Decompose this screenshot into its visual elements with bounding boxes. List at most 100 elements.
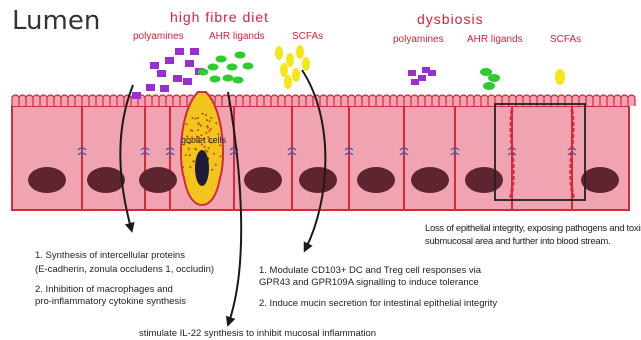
mucin-granule <box>206 151 208 153</box>
polyamines-effect-1-detail: (E-cadherin, zonula occludens 1, occludi… <box>35 264 214 276</box>
mucin-granule <box>197 129 199 131</box>
mucin-granule <box>192 161 194 163</box>
mucin-granule <box>207 127 209 129</box>
ahr-ligand-molecule <box>233 77 244 84</box>
high-fibre-diet-title: high fibre diet <box>170 9 269 25</box>
mucin-granule <box>205 132 207 134</box>
cell-nucleus <box>357 167 395 193</box>
mucin-granule <box>208 130 210 132</box>
scfa-molecule <box>296 45 304 59</box>
cell-nucleus <box>87 167 125 193</box>
polyamine-molecule <box>190 48 199 55</box>
mucin-granule <box>204 146 206 148</box>
cell-nucleus <box>139 167 177 193</box>
mucin-granule <box>186 123 188 125</box>
mucin-granule <box>213 153 215 155</box>
mucin-granule <box>205 114 207 116</box>
polyamines-effect-1: 1. Synthesis of intercellular proteins <box>35 250 185 262</box>
mucin-granule <box>215 164 217 166</box>
dysbiosis-effect-2: submucosal area and further into blood s… <box>425 236 610 248</box>
scfa-effect-1: 1. Modulate CD103+ DC and Treg cell resp… <box>259 265 481 277</box>
polyamine-molecule <box>175 48 184 55</box>
mucin-granule <box>220 155 222 157</box>
scfa-molecules <box>275 45 565 89</box>
mucin-granule <box>210 128 212 130</box>
ahr-ligand-molecule <box>235 52 246 59</box>
dys-ahr-label: AHR ligands <box>467 34 523 45</box>
scfa-molecule <box>286 53 294 67</box>
mucin-granule <box>209 120 211 122</box>
polyamine-molecule <box>160 85 169 92</box>
dysbiosis-title: dysbiosis <box>417 11 484 27</box>
mucin-granule <box>202 113 204 115</box>
ahr-ligand-molecule <box>208 64 219 71</box>
ahr-ligand-molecule <box>483 82 495 90</box>
mucin-granule <box>189 154 191 156</box>
mucin-granule <box>211 169 213 171</box>
mucin-granule <box>198 123 200 125</box>
scfa-molecule <box>555 69 565 85</box>
mucin-granule <box>189 166 191 168</box>
cell-nucleus <box>244 167 282 193</box>
cell-nucleus <box>411 167 449 193</box>
dys-polyamines-label: polyamines <box>393 34 444 45</box>
goblet-cell <box>181 92 223 205</box>
ahr-ligand-molecule <box>210 76 221 83</box>
mucin-granule <box>192 117 194 119</box>
ahr-ligand-molecule <box>216 56 227 63</box>
ahr-ligand-molecule <box>198 69 209 76</box>
goblet-nucleus <box>195 150 209 186</box>
mucin-granule <box>188 148 190 150</box>
dysbiosis-effect-1: Loss of epithelial integrity, exposing p… <box>425 223 641 235</box>
polyamine-molecule <box>411 79 419 85</box>
polyamine-molecule <box>132 92 141 99</box>
polyamine-molecule <box>165 57 174 64</box>
polyamine-molecule <box>150 62 159 69</box>
polyamine-molecule <box>146 84 155 91</box>
hf-scfa-label: SCFAs <box>292 31 323 42</box>
scfa-molecule <box>280 63 288 77</box>
cell-nucleus <box>299 167 337 193</box>
lumen-label: Lumen <box>12 6 100 36</box>
polyamine-molecule <box>418 75 426 81</box>
mucin-granule <box>195 118 197 120</box>
ahr-ligand-molecule <box>488 74 500 82</box>
epithelial-layer <box>12 106 629 210</box>
mucin-granule <box>197 117 199 119</box>
mucin-granule <box>191 130 193 132</box>
scfa-molecule <box>275 46 283 60</box>
scfa-effect-1-detail: GPR43 and GPR109A signalling to induce t… <box>259 277 479 289</box>
polyamine-molecule <box>185 60 194 67</box>
ahr-ligand-molecules <box>198 52 501 91</box>
scfa-molecule <box>302 57 310 71</box>
mucin-granule <box>206 125 208 127</box>
polyamine-molecule <box>173 75 182 82</box>
scfa-molecule <box>292 68 300 82</box>
mucin-granule <box>182 166 184 168</box>
polyamine-molecule <box>183 78 192 85</box>
polyamine-molecule <box>157 70 166 77</box>
polyamine-molecule <box>408 70 416 76</box>
hf-polyamines-label: polyamines <box>133 31 184 42</box>
ahr-ligand-molecule <box>227 64 238 71</box>
mucin-granule <box>205 150 207 152</box>
mucin-granule <box>195 148 197 150</box>
goblet-cells-label: goblet cells <box>181 135 226 145</box>
ahr-ligand-molecule <box>480 68 492 76</box>
scfa-effect-2: 2. Induce mucin secretion for intestinal… <box>259 298 497 310</box>
mucin-granule <box>206 119 208 121</box>
mucin-granule <box>208 147 210 149</box>
polyamines-effect-2: 2. Inhibition of macrophages and <box>35 284 173 296</box>
mucin-granule <box>215 122 217 124</box>
scfa-molecule <box>284 75 292 89</box>
dys-scfa-label: SCFAs <box>550 34 581 45</box>
mucin-granule <box>210 117 212 119</box>
polyamines-effect-2-detail: pro-inflammatory cytokine synthesis <box>35 296 186 308</box>
polyamine-molecule <box>422 67 430 73</box>
cell-nucleus <box>28 167 66 193</box>
cell-nucleus <box>581 167 619 193</box>
ahr-effect: stimulate IL-22 synthesis to inhibit muc… <box>139 328 376 340</box>
mucin-granule <box>200 125 202 127</box>
hf-ahr-label: AHR ligands <box>209 31 265 42</box>
mucin-granule <box>185 154 187 156</box>
